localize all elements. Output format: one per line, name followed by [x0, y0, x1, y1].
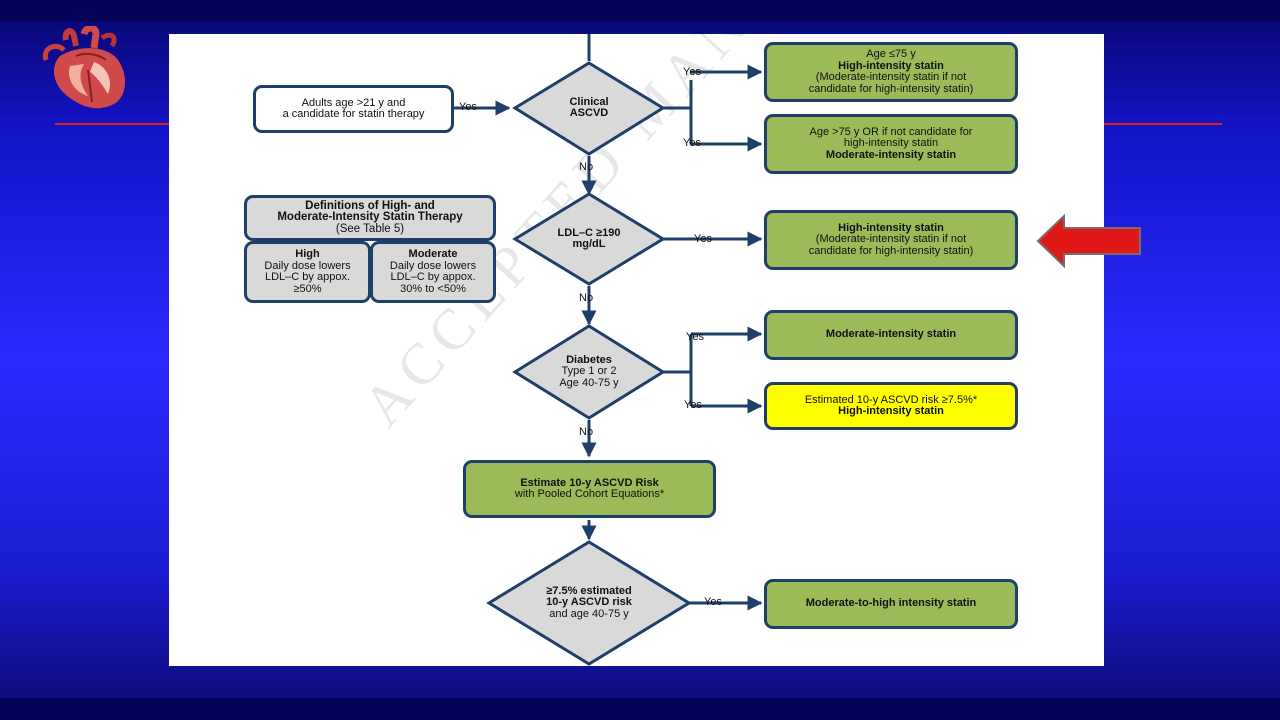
- outcome-6-line1: Moderate-to-high intensity statin: [805, 597, 977, 610]
- definitions-moderate-box: Moderate Daily dose lowers LDL–C by appo…: [370, 241, 496, 303]
- outcome-1-line2: High-intensity statin: [838, 59, 944, 72]
- outcome-5-line1: Estimated 10-y ASCVD risk ≥7.5%*: [804, 393, 978, 406]
- decision-clinical: Clinical ASCVD: [535, 92, 643, 124]
- label-no-ldl: No: [579, 292, 594, 304]
- label-no-clinical: No: [579, 161, 594, 173]
- outcome-3-line3: candidate for high-intensity statin): [808, 244, 974, 257]
- decision-clinical-line2: ASCVD: [569, 107, 609, 119]
- definitions-title-line2: Moderate-Intensity Statin Therapy: [277, 211, 463, 224]
- decision-diabetes-shape: [512, 324, 666, 420]
- label-yes-diabetes-bottom: Yes: [684, 399, 702, 411]
- definitions-high-line2: LDL–C by appox.: [265, 271, 350, 283]
- decision-risk-line3: and age 40-75 y: [549, 607, 629, 620]
- label-yes-start: Yes: [459, 101, 477, 113]
- decision-ldl-line2: mg/dL: [572, 238, 606, 250]
- decision-risk-shape: [486, 540, 692, 666]
- definitions-high-line3: ≥50%: [293, 282, 322, 295]
- decision-risk: ≥7.5% estimated 10-y ASCVD risk and age …: [519, 583, 659, 623]
- decision-ldl-shape: [512, 192, 666, 286]
- outcome-1-line3: (Moderate-intensity statin if not: [815, 71, 967, 83]
- outcome-2-line3: Moderate-intensity statin: [825, 148, 957, 161]
- definitions-box: Definitions of High- and Moderate-Intens…: [244, 195, 496, 241]
- anatomical-heart-icon: [42, 26, 126, 109]
- definitions-moderate-title: Moderate: [408, 248, 458, 260]
- left-arrow-icon: [1036, 214, 1141, 268]
- decision-ldl-line1: LDL–C ≥190: [557, 226, 621, 239]
- decision-ldl: LDL–C ≥190 mg/dL: [535, 223, 643, 255]
- decision-diabetes-line3: Age 40-75 y: [559, 376, 619, 389]
- decision-diabetes: Diabetes Type 1 or 2 Age 40-75 y: [535, 352, 643, 392]
- decision-clinical-shape: [512, 61, 666, 156]
- outcome-3-line2: (Moderate-intensity statin if not: [815, 233, 967, 246]
- definitions-high-box: High Daily dose lowers LDL–C by appox. ≥…: [244, 241, 371, 303]
- outcome-5-line2: High-intensity statin: [838, 405, 944, 417]
- outcome-high-intensity-age-75: Age ≤75 y High-intensity statin (Moderat…: [764, 42, 1018, 102]
- outcome-4-line1: Moderate-intensity statin: [825, 328, 957, 341]
- definitions-moderate-line3: 30% to <50%: [400, 282, 466, 295]
- label-no-diabetes: No: [579, 426, 594, 438]
- outcome-moderate-age-over-75: Age >75 y OR if not candidate for high-i…: [764, 114, 1018, 174]
- title-rule-left: [55, 123, 170, 125]
- title-rule-right: [1104, 123, 1222, 125]
- label-yes-clinical-bottom: Yes: [683, 137, 701, 149]
- outcome-1-line1: Age ≤75 y: [866, 48, 916, 60]
- outcome-3-line1: High-intensity statin: [838, 221, 944, 234]
- outcome-high-intensity-ldl: High-intensity statin (Moderate-intensit…: [764, 210, 1018, 270]
- connector-lines: [454, 34, 763, 666]
- label-yes-ldl: Yes: [694, 233, 712, 245]
- start-box-line1: Adults age >21 y and: [301, 96, 406, 109]
- definitions-high-title: High: [295, 248, 320, 260]
- outcome-high-intensity-diabetes-risk: Estimated 10-y ASCVD risk ≥7.5%* High-in…: [764, 382, 1018, 430]
- outcome-moderate-diabetes: Moderate-intensity statin: [764, 310, 1018, 360]
- top-band: [0, 0, 1280, 22]
- decision-clinical-line1: Clinical: [569, 95, 609, 108]
- definitions-subtitle: (See Table 5): [335, 222, 405, 235]
- decision-risk-line2: 10-y ASCVD risk: [546, 596, 632, 609]
- label-yes-diabetes-top: Yes: [686, 331, 704, 343]
- outcome-2-line2: high-intensity statin: [843, 137, 939, 150]
- decision-diabetes-line2: Type 1 or 2: [561, 365, 617, 378]
- definitions-moderate-line2: LDL–C by appox.: [390, 271, 476, 283]
- bottom-band: [0, 698, 1280, 720]
- outcome-moderate-to-high: Moderate-to-high intensity statin: [764, 579, 1018, 629]
- estimate-box-line2: with Pooled Cohort Equations*: [514, 488, 665, 500]
- label-yes-risk: Yes: [704, 596, 722, 608]
- decision-risk-line1: ≥7.5% estimated: [546, 584, 632, 597]
- start-box: Adults age >21 y and a candidate for sta…: [253, 85, 454, 133]
- flowchart-panel: ACCEPTED MANUSCRIPT: [169, 34, 1104, 666]
- outcome-1-line4: candidate for high-intensity statin): [808, 82, 974, 95]
- label-yes-clinical-top: Yes: [683, 66, 701, 78]
- outcome-2-line1: Age >75 y OR if not candidate for: [809, 125, 973, 138]
- decision-diabetes-line1: Diabetes: [566, 353, 612, 366]
- definitions-moderate-line1: Daily dose lowers: [389, 259, 477, 272]
- estimate-box-line1: Estimate 10-y ASCVD Risk: [520, 476, 659, 489]
- definitions-high-line1: Daily dose lowers: [264, 259, 351, 272]
- definitions-title-line1: Definitions of High- and: [305, 199, 435, 212]
- start-box-line2: a candidate for statin therapy: [282, 108, 425, 120]
- estimate-risk-box: Estimate 10-y ASCVD Risk with Pooled Coh…: [463, 460, 716, 518]
